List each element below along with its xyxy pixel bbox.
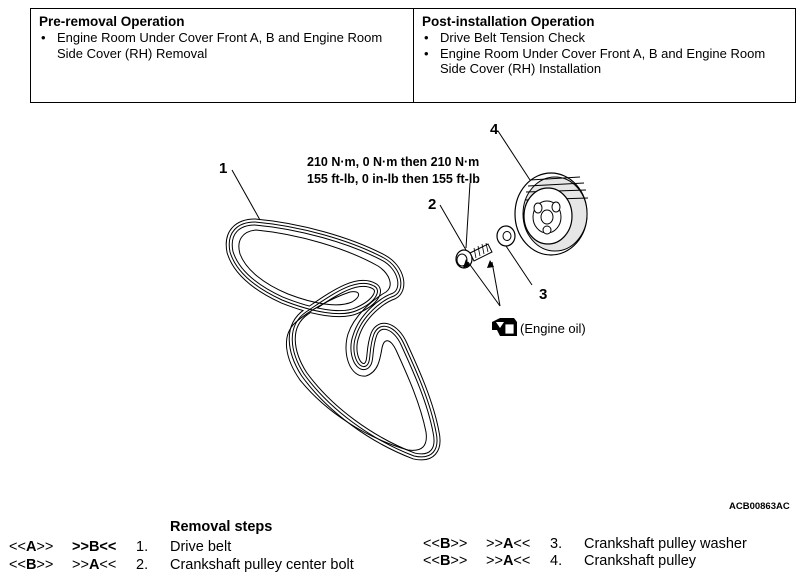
pre-removal-list: Engine Room Under Cover Front A, B and E… (39, 30, 405, 61)
callout-3: 3 (539, 286, 547, 303)
callout-1: 1 (219, 160, 227, 177)
post-installation-cell: Post-installation Operation Drive Belt T… (414, 9, 795, 102)
step-number: 1. (136, 539, 149, 555)
post-installation-title: Post-installation Operation (422, 14, 595, 29)
torque-spec-imperial: 155 ft-lb, 0 in-lb then 155 ft-lb (307, 172, 480, 186)
step-name: Drive belt (170, 539, 232, 555)
removal-ref: <<B>> (9, 557, 54, 573)
pre-removal-title: Pre-removal Operation (39, 14, 185, 29)
installation-ref: >>A<< (486, 553, 531, 569)
washer-drawing (496, 225, 516, 247)
removal-steps-title: Removal steps (170, 519, 273, 535)
post-installation-item: Drive Belt Tension Check (422, 30, 787, 46)
engine-oil-label: (Engine oil) (520, 321, 586, 336)
pre-removal-item: Engine Room Under Cover Front A, B and E… (39, 30, 405, 61)
torque-spec-metric: 210 N·m, 0 N·m then 210 N·m (307, 155, 479, 169)
step-name: Crankshaft pulley washer (584, 536, 747, 552)
step-number: 4. (550, 553, 563, 569)
crankshaft-pulley-drawing (514, 172, 589, 256)
installation-ref: >>A<< (72, 557, 117, 573)
arrow-head-icon (463, 259, 470, 268)
step-name: Crankshaft pulley center bolt (170, 557, 354, 573)
engine-oil-icon (492, 318, 517, 336)
pre-removal-cell: Pre-removal Operation Engine Room Under … (31, 9, 414, 102)
center-bolt-drawing (455, 242, 493, 269)
removal-step: <<A>> >>B<< 1. Drive belt (9, 539, 409, 556)
post-installation-item: Engine Room Under Cover Front A, B and E… (422, 46, 787, 77)
removal-ref: <<B>> (423, 553, 468, 569)
callout-4: 4 (490, 121, 499, 138)
arrow-head-icon (487, 260, 494, 268)
callout-2: 2 (428, 196, 436, 213)
operations-table: Pre-removal Operation Engine Room Under … (30, 8, 796, 103)
step-name: Crankshaft pulley (584, 553, 697, 569)
step-number: 3. (550, 536, 563, 552)
removal-step: <<B>> >>A<< 4. Crankshaft pulley (423, 553, 803, 570)
step-number: 2. (136, 557, 149, 573)
removal-ref: <<A>> (9, 539, 54, 555)
removal-step: <<B>> >>A<< 2. Crankshaft pulley center … (9, 557, 409, 574)
post-installation-list: Drive Belt Tension Check Engine Room Und… (422, 30, 787, 77)
installation-ref: >>B<< (72, 539, 117, 555)
leader-lines (231, 130, 533, 307)
drive-belt-drawing (225, 218, 441, 461)
removal-ref: <<B>> (423, 536, 468, 552)
removal-step: <<B>> >>A<< 3. Crankshaft pulley washer (423, 536, 803, 553)
figure-code: ACB00863AC (729, 501, 790, 512)
installation-ref: >>A<< (486, 536, 531, 552)
